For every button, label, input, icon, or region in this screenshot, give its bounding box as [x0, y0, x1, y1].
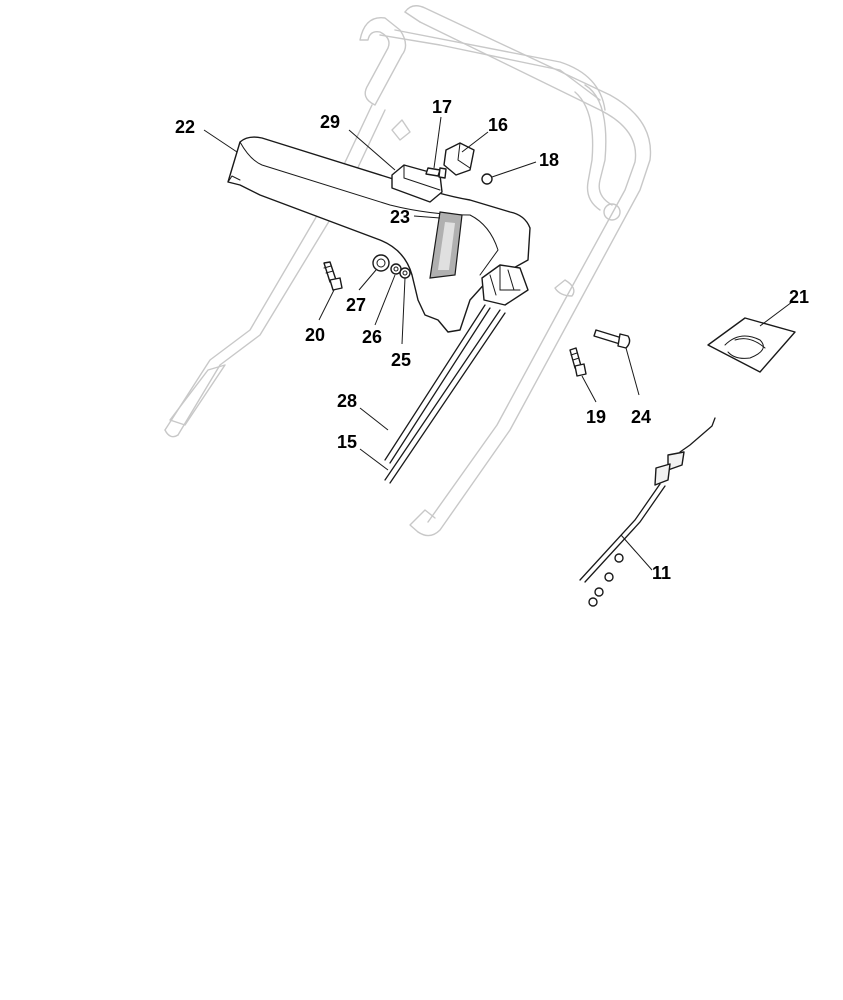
nut-part-27 — [372, 254, 390, 272]
handle-cover-part-22 — [227, 136, 531, 333]
bolt-part-24 — [593, 329, 631, 349]
callout-15: 15 — [337, 432, 357, 452]
callout-25: 25 — [391, 350, 411, 370]
callout-18: 18 — [539, 150, 559, 170]
cable-part-15 — [384, 309, 506, 484]
screw-part-20 — [323, 261, 343, 291]
callout-labels: 22 29 17 16 18 23 27 26 25 20 21 24 19 2… — [175, 97, 809, 583]
clip-part-16 — [443, 142, 475, 176]
callout-16: 16 — [488, 115, 508, 135]
screw-part-19 — [569, 347, 587, 377]
handle-frame — [164, 5, 652, 537]
callout-19: 19 — [586, 407, 606, 427]
washer-part-25 — [399, 267, 411, 279]
parts-bag-part-21 — [707, 317, 796, 373]
callout-22: 22 — [175, 117, 195, 137]
callout-29: 29 — [320, 112, 340, 132]
cable-connectors — [481, 264, 529, 306]
cable-part-11 — [579, 417, 716, 607]
callout-21: 21 — [789, 287, 809, 307]
decal-part-23 — [429, 211, 463, 279]
callout-27: 27 — [346, 295, 366, 315]
callout-28: 28 — [337, 391, 357, 411]
callout-26: 26 — [362, 327, 382, 347]
leader-lines — [203, 116, 793, 571]
callout-23: 23 — [390, 207, 410, 227]
callout-11: 11 — [652, 563, 671, 583]
cable-part-28 — [384, 304, 491, 464]
callout-20: 20 — [305, 325, 325, 345]
callout-24: 24 — [631, 407, 651, 427]
screw-part-17 — [425, 167, 447, 179]
nut-part-18 — [481, 173, 493, 185]
callout-17: 17 — [432, 97, 452, 117]
